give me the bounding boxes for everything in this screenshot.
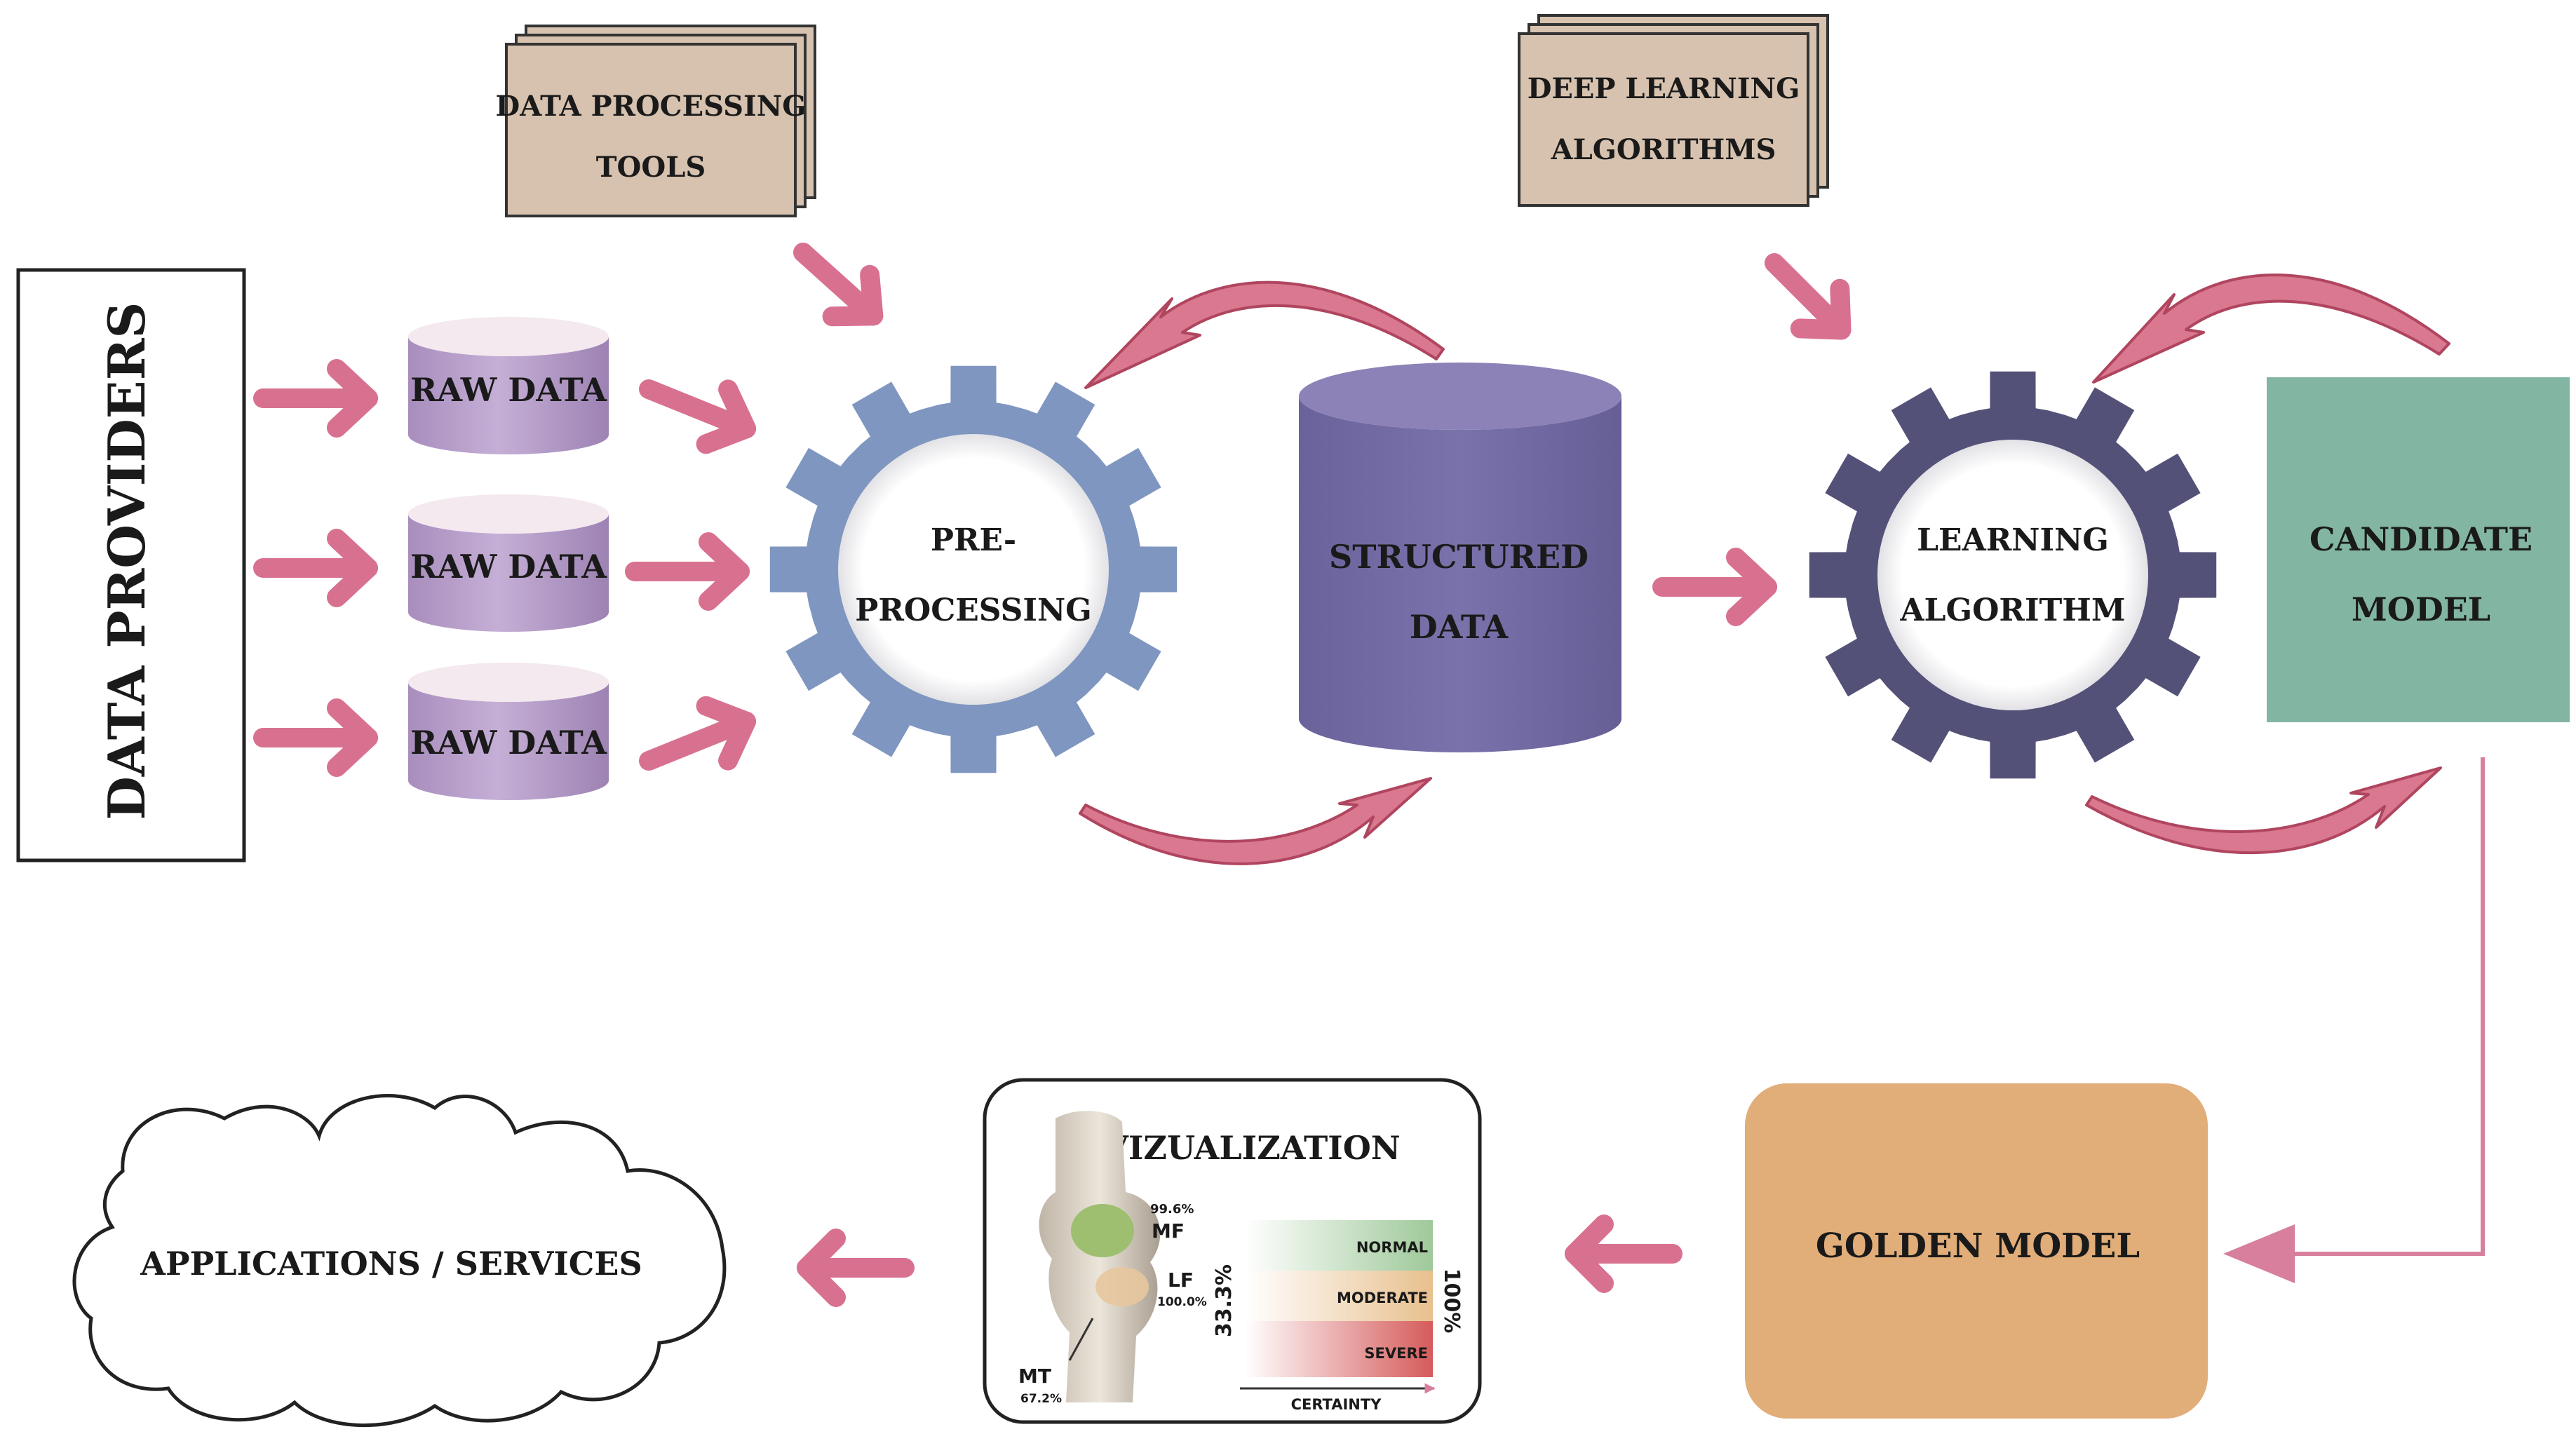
deep-learning-algorithms-box: DEEP LEARNING ALGORITHMS — [1518, 14, 1829, 207]
preprocessing-gear: PRE- PROCESSING — [769, 365, 1178, 773]
lf-value: 100.0% — [1157, 1295, 1207, 1309]
learning-line1: LEARNING — [1917, 522, 2109, 558]
left-percent: 33.3% — [1212, 1264, 1236, 1337]
visualization-box: VIZUALIZATION 99.6% MF LF 100.0% MT 67.2… — [983, 1078, 1482, 1424]
arrow-golden-to-visualization — [1565, 1215, 1683, 1293]
applications-cloud: APPLICATIONS / SERVICES — [72, 1094, 727, 1427]
connector-candidate-to-golden — [2223, 757, 2485, 1283]
moderate-label: MODERATE — [1337, 1290, 1428, 1306]
mf-region — [1071, 1204, 1134, 1257]
learning-line2: ALGORITHM — [1899, 593, 2125, 628]
data-processing-tools-line1: DATA PROCESSING — [496, 90, 807, 123]
deep-learning-line2: ALGORITHMS — [1551, 133, 1776, 166]
mf-value: 99.6% — [1150, 1202, 1194, 1217]
moderate-band — [1245, 1271, 1433, 1321]
arrow-raw-2-to-preprocessing — [625, 532, 750, 611]
raw-data-cylinder-2: RAW DATA — [408, 494, 609, 632]
structured-data-line2: DATA — [1410, 608, 1509, 646]
arrow-raw-1-to-preprocessing — [639, 379, 757, 454]
arrow-dl-to-learning — [1765, 253, 1852, 340]
candidate-model-box: CANDIDATE MODEL — [2267, 377, 2570, 722]
severe-band — [1245, 1321, 1433, 1377]
right-percent: 100% — [1439, 1269, 1464, 1334]
raw-data-cylinder-3: RAW DATA — [408, 663, 609, 800]
data-processing-tools-box: DATA PROCESSING TOOLS — [496, 25, 816, 217]
preprocessing-line1: PRE- — [931, 522, 1016, 558]
raw-data-label-2: RAW DATA — [410, 548, 607, 586]
candidate-model-line1: CANDIDATE — [2309, 520, 2533, 558]
raw-data-cylinder-1: RAW DATA — [408, 317, 609, 454]
arrow-providers-to-raw-3 — [253, 698, 378, 777]
curved-arrow-pre-to-structured — [1079, 777, 1432, 865]
curved-arrow-structured-to-pre — [1084, 280, 1445, 389]
arrow-providers-to-raw-2 — [253, 529, 378, 607]
raw-data-label-3: RAW DATA — [410, 724, 607, 762]
golden-model-label: GOLDEN MODEL — [1816, 1226, 2140, 1266]
lf-region — [1095, 1267, 1149, 1306]
applications-label: APPLICATIONS / SERVICES — [140, 1245, 642, 1283]
data-providers-box: DATA PROVIDERS — [16, 268, 246, 862]
candidate-model-line2: MODEL — [2352, 590, 2490, 628]
preprocessing-line2: PROCESSING — [855, 593, 1092, 628]
raw-data-label-1: RAW DATA — [410, 371, 607, 409]
arrow-providers-to-raw-1 — [253, 359, 378, 438]
arrow-raw-3-to-preprocessing — [639, 696, 757, 771]
mt-value: 67.2% — [1020, 1392, 1062, 1406]
certainty-label: CERTAINTY — [1291, 1396, 1382, 1413]
normal-band — [1245, 1220, 1433, 1271]
lf-label: LF — [1168, 1269, 1194, 1292]
curved-arrow-learning-to-candidate — [2085, 766, 2442, 855]
deep-learning-line1: DEEP LEARNING — [1528, 72, 1800, 105]
curved-arrows — [1079, 273, 2450, 865]
mf-label: MF — [1152, 1219, 1185, 1243]
data-processing-tools-line2: TOOLS — [596, 151, 706, 184]
normal-label: NORMAL — [1356, 1239, 1428, 1256]
arrow-tools-to-preprocessing — [793, 243, 884, 327]
structured-data-line1: STRUCTURED — [1329, 538, 1589, 576]
flow-arrows — [253, 243, 1852, 1307]
visualization-title: VIZUALIZATION — [1102, 1129, 1401, 1167]
arrow-structured-to-learning — [1652, 548, 1777, 626]
data-providers-label: DATA PROVIDERS — [97, 302, 156, 820]
arrow-visualization-to-applications — [797, 1229, 915, 1307]
knee-illustration — [1039, 1111, 1161, 1402]
mt-label: MT — [1018, 1365, 1051, 1388]
golden-model-box: GOLDEN MODEL — [1745, 1083, 2208, 1419]
curved-arrow-candidate-to-learning — [2092, 273, 2450, 384]
severe-label: SEVERE — [1364, 1345, 1428, 1362]
structured-data-cylinder: STRUCTURED DATA — [1299, 363, 1621, 752]
learning-algorithm-gear: LEARNING ALGORITHM — [1809, 371, 2217, 779]
